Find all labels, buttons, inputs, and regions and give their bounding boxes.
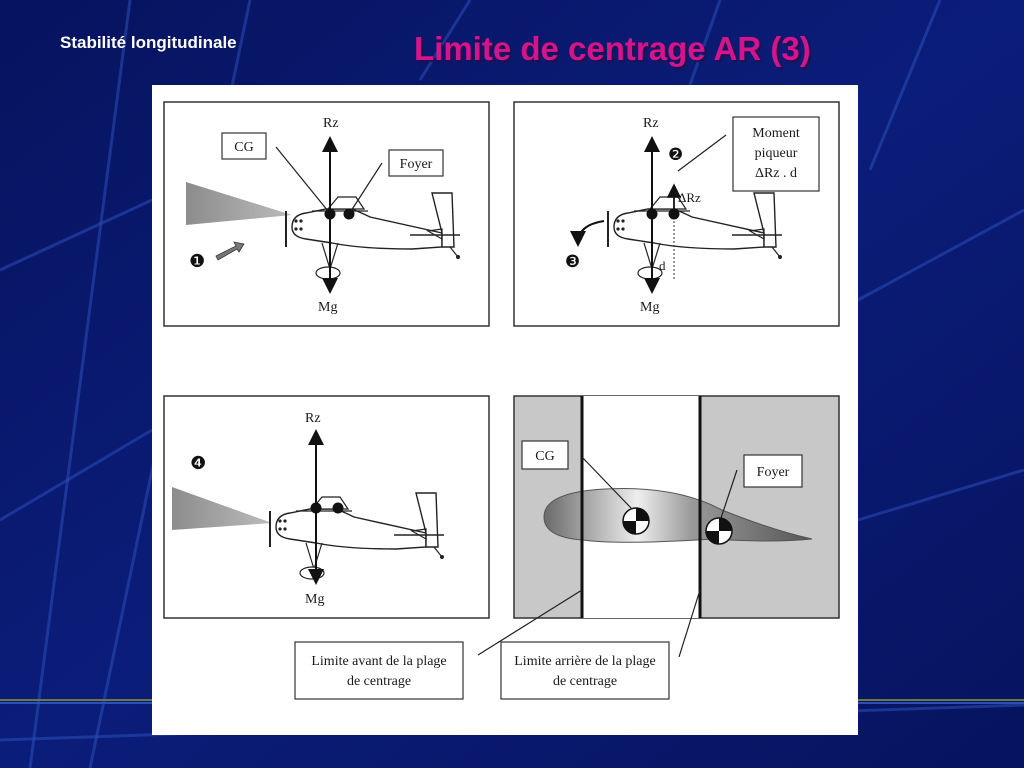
step-marker-1: ❶: [189, 251, 205, 272]
wing-profile: [543, 488, 813, 543]
foyer-point: [332, 502, 344, 514]
foyer-label-box: [388, 149, 444, 177]
step-marker-2: ❷: [668, 145, 683, 165]
cg-point: [646, 208, 658, 220]
callout-rear-limit: Limite arrière de la plage de centrage: [500, 589, 701, 700]
distance-d-label: d: [659, 258, 666, 273]
diagram-card: CG Foyer Rz Mg ❶ ΔRz d Rz Mg Moment: [152, 85, 858, 735]
callout-front-limit: Limite avant de la plage de centrage: [294, 589, 583, 700]
foyer-label-box: [743, 454, 803, 488]
foyer-label: Foyer: [400, 157, 433, 172]
gust-arrow: [215, 241, 245, 261]
cg-label: CG: [535, 449, 554, 464]
airflow-cone: [172, 487, 272, 530]
rear-limit-label-line1: Limite arrière de la plage: [514, 654, 655, 669]
airflow-cone: [186, 182, 292, 225]
cg-label-box: [221, 132, 267, 160]
panel-3-nose-down-result: Rz Mg ❹: [163, 395, 490, 619]
panel-1-initial-equilibrium: CG Foyer Rz Mg ❶: [163, 101, 490, 327]
foyer-symbol: [705, 517, 733, 545]
panel-4-centrage-range: CG Foyer: [513, 395, 840, 619]
cg-point: [310, 502, 322, 514]
slide-title: Limite de centrage AR (3): [414, 30, 811, 67]
step-marker-3: ❸: [565, 252, 580, 272]
step-marker-4: ❹: [190, 453, 206, 474]
cg-point: [324, 208, 336, 220]
slide-subtitle: Stabilité longitudinale: [60, 33, 237, 52]
panel-2-pitch-down-moment: ΔRz d Rz Mg Moment piqueur ΔRz . d ❷ ❸: [513, 101, 840, 327]
mg-label: Mg: [640, 300, 659, 315]
mg-label: Mg: [318, 300, 337, 315]
rz-label: Rz: [643, 116, 659, 131]
pitch-down-rotation-arrow: [570, 220, 605, 247]
moment-label-line2: piqueur: [755, 146, 798, 161]
cg-label: CG: [234, 140, 253, 155]
foyer-point: [343, 208, 355, 220]
foyer-point: [668, 208, 680, 220]
moment-label-line1: Moment: [752, 126, 800, 141]
moment-label-line3: ΔRz . d: [755, 166, 797, 181]
cg-label-box: [521, 440, 569, 470]
front-limit-label-line2: de centrage: [347, 674, 411, 689]
mg-label: Mg: [305, 592, 324, 607]
delta-rz-label: ΔRz: [678, 190, 701, 205]
rear-limit-label-line2: de centrage: [553, 674, 617, 689]
centrage-diagram: CG Foyer Rz Mg ❶ ΔRz d Rz Mg Moment: [163, 101, 840, 700]
rz-label: Rz: [323, 116, 339, 131]
foyer-label: Foyer: [757, 465, 790, 480]
cg-symbol: [622, 507, 650, 535]
rz-label: Rz: [305, 411, 321, 426]
moment-label-box: [732, 116, 820, 192]
front-limit-label-line1: Limite avant de la plage: [311, 654, 446, 669]
